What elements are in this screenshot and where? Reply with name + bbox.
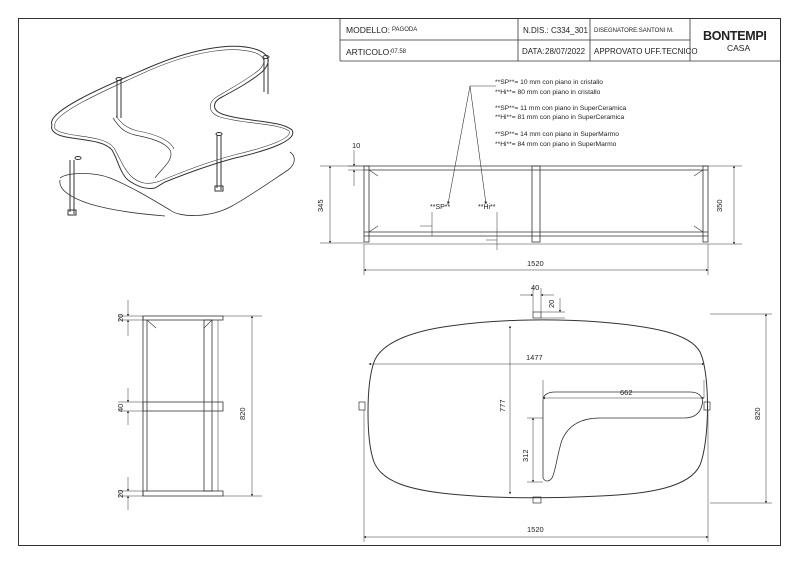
data-value: 28/07/2022	[545, 47, 586, 56]
designer-text: DISEGNATORE:SANTONI M.	[594, 28, 674, 34]
side-dim-top: 20	[116, 314, 125, 322]
plan-dim-leg-w: 40	[531, 283, 539, 292]
side-view	[118, 300, 262, 510]
plan-view	[358, 288, 772, 542]
plan-dim-shelf-d: 312	[521, 449, 530, 462]
front-dim-left: 345	[316, 199, 325, 212]
brand-sub: CASA	[727, 43, 751, 53]
front-label-hi: **Hi**	[478, 204, 496, 211]
note-hi-supermarmo: **Hi**= 84 mm con piano in SuperMarmo	[495, 141, 617, 148]
plan-dim-width: 1520	[527, 525, 544, 534]
data-label: DATA:	[522, 47, 545, 56]
modello-value: PAGODA	[392, 27, 418, 33]
plan-dim-inner-w: 1477	[526, 353, 543, 362]
front-dim-right: 350	[715, 199, 724, 212]
approvato-text: APPROVATO UFF.TECNICO	[594, 47, 698, 56]
side-dim-height: 820	[238, 407, 247, 420]
note-sp-supermarmo: **SP**= 14 mm con piano in SuperMarmo	[495, 131, 619, 138]
front-dim-top: 10	[352, 141, 360, 150]
front-view	[320, 85, 742, 275]
side-dim-bottom: 20	[116, 490, 125, 498]
front-label-sp: **SP**	[430, 204, 451, 211]
brand-logo: BONTEMPI	[703, 29, 767, 43]
ndis-value: C334_301	[551, 26, 588, 35]
plan-dim-shelf-w: 662	[620, 388, 633, 397]
ndis-label: N.DIS.:	[523, 26, 549, 35]
plan-dim-inner-d: 777	[498, 399, 507, 412]
plan-dim-leg-d: 20	[547, 300, 556, 308]
drawing-frame	[18, 18, 781, 546]
isometric-view	[51, 45, 295, 217]
articolo-label: ARTICOLO:	[346, 47, 392, 57]
note-sp-cristallo: **SP**= 10 mm con piano in cristallo	[495, 79, 603, 86]
note-hi-superceramica: **Hi**= 81 mm con piano in SuperCeramica	[495, 114, 625, 121]
articolo-value: 07.58	[391, 49, 407, 55]
front-dim-bottom: 1520	[527, 259, 544, 268]
note-sp-superceramica: **SP**= 11 mm con piano in SuperCeramica	[495, 105, 627, 112]
modello-label: MODELLO:	[346, 25, 390, 35]
plan-dim-depth: 820	[753, 407, 762, 420]
side-dim-mid: 40	[116, 404, 125, 412]
note-hi-cristallo: **Hi**= 80 mm con piano in cristallo	[495, 89, 601, 96]
